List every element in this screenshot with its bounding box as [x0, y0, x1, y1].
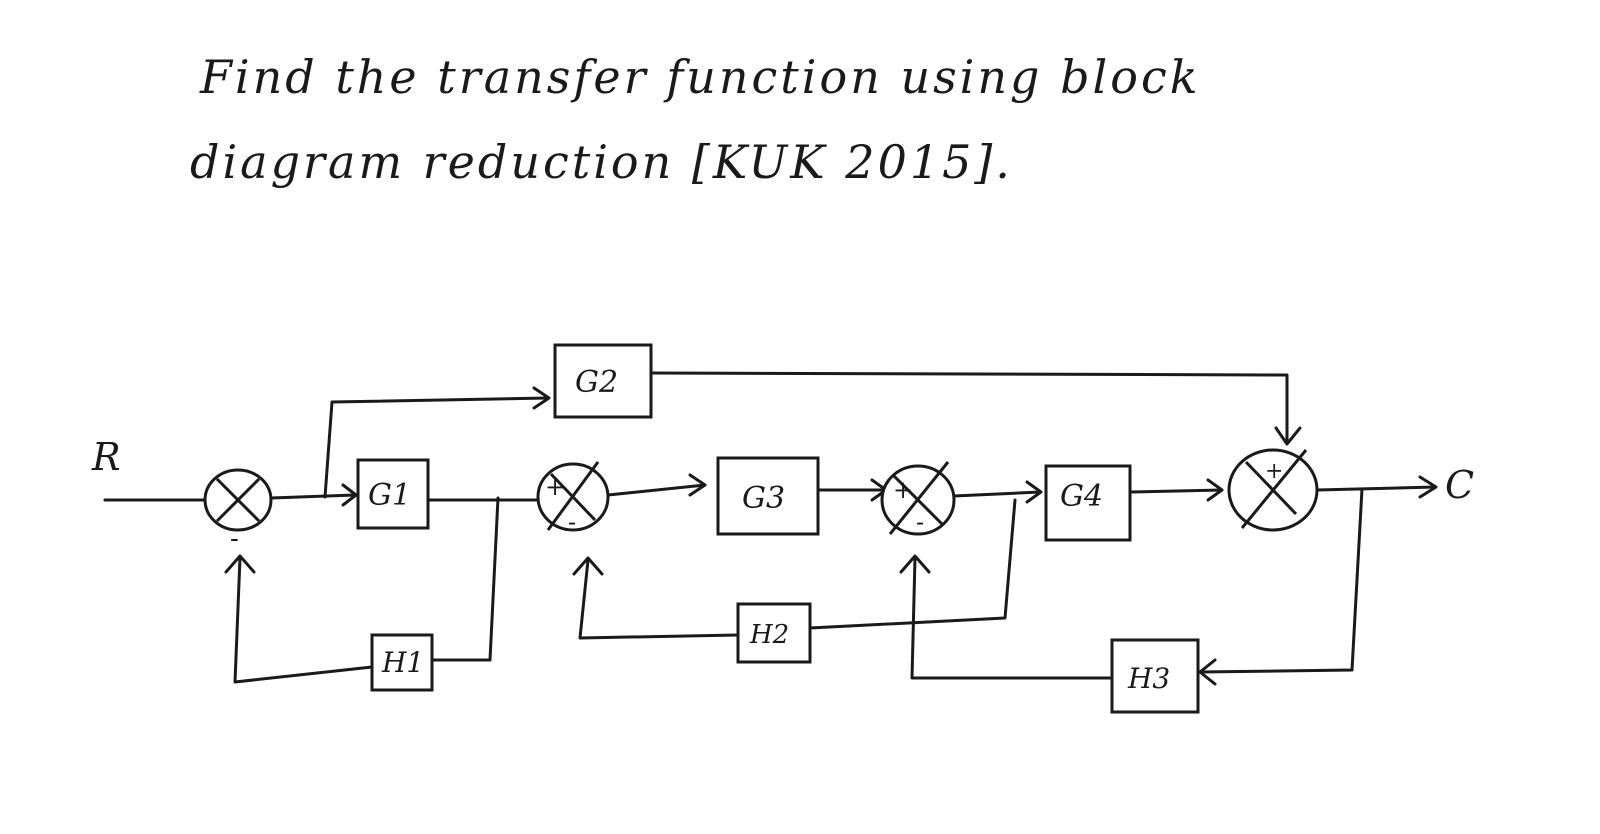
block-h3-label: H3: [1127, 662, 1170, 695]
sj4-plus-sign: +: [1265, 459, 1283, 484]
block-h1-label: H1: [381, 646, 424, 679]
block-h2-label: H2: [749, 620, 789, 650]
block-g3-label: G3: [742, 481, 785, 516]
arrowhead: [1418, 475, 1438, 499]
arrowhead: [1198, 658, 1217, 686]
sj2-plus-sign: +: [545, 473, 565, 501]
h2-pickoff-line: [808, 498, 1017, 630]
block-h1: H1: [370, 633, 434, 692]
arrowhead: [224, 554, 256, 574]
arrowhead: [532, 386, 551, 410]
h1-pickoff-line: [431, 496, 500, 662]
output-label: C: [1445, 463, 1474, 507]
block-g2-label: G2: [575, 365, 618, 400]
arrowhead: [899, 554, 931, 574]
sj3-to-g4-line: [952, 490, 1042, 498]
arrowhead: [688, 473, 707, 497]
arrowhead: [1025, 480, 1043, 504]
question-line-1: Find the transfer function using block: [200, 50, 1201, 104]
arrowhead: [1206, 478, 1224, 502]
sj2-minus-sign: -: [568, 508, 576, 536]
sj2-to-g3-line: [606, 483, 707, 497]
summing-junction-4: [1227, 448, 1319, 532]
block-h3: H3: [1110, 638, 1200, 714]
g2-to-sj4-line: [649, 371, 1289, 444]
input-label: R: [91, 435, 121, 479]
g4-to-sj4-line: [1128, 488, 1224, 494]
h2-return-line: [578, 558, 740, 640]
sj3-minus-sign: -: [916, 508, 924, 536]
block-g4-label: G4: [1060, 479, 1103, 514]
block-g1-label: G1: [368, 478, 411, 513]
question-line-2: diagram reduction [KUK 2015].: [190, 135, 1013, 189]
arrowhead: [1274, 426, 1302, 446]
block-g2: G2: [553, 343, 653, 419]
arrowhead: [572, 556, 604, 576]
sj1-to-g1-line: [269, 493, 357, 500]
h3-pickoff-line: [1198, 487, 1364, 674]
block-h2: H2: [736, 602, 812, 664]
sj1-minus-sign: -: [230, 524, 239, 554]
summing-junction-3: [880, 461, 956, 536]
sj3-plus-sign: +: [893, 476, 913, 504]
h3-return-line: [910, 556, 1114, 680]
h1-return-line: [233, 556, 374, 684]
summing-junction-1: [203, 468, 273, 532]
block-g4: G4: [1044, 464, 1132, 542]
arrowhead: [341, 483, 358, 507]
g2-branch-line: [323, 396, 550, 499]
block-g3: G3: [716, 456, 820, 536]
summing-junction-2: [536, 461, 610, 532]
output-signal-line: [1315, 485, 1437, 492]
block-g1: G1: [356, 458, 430, 530]
